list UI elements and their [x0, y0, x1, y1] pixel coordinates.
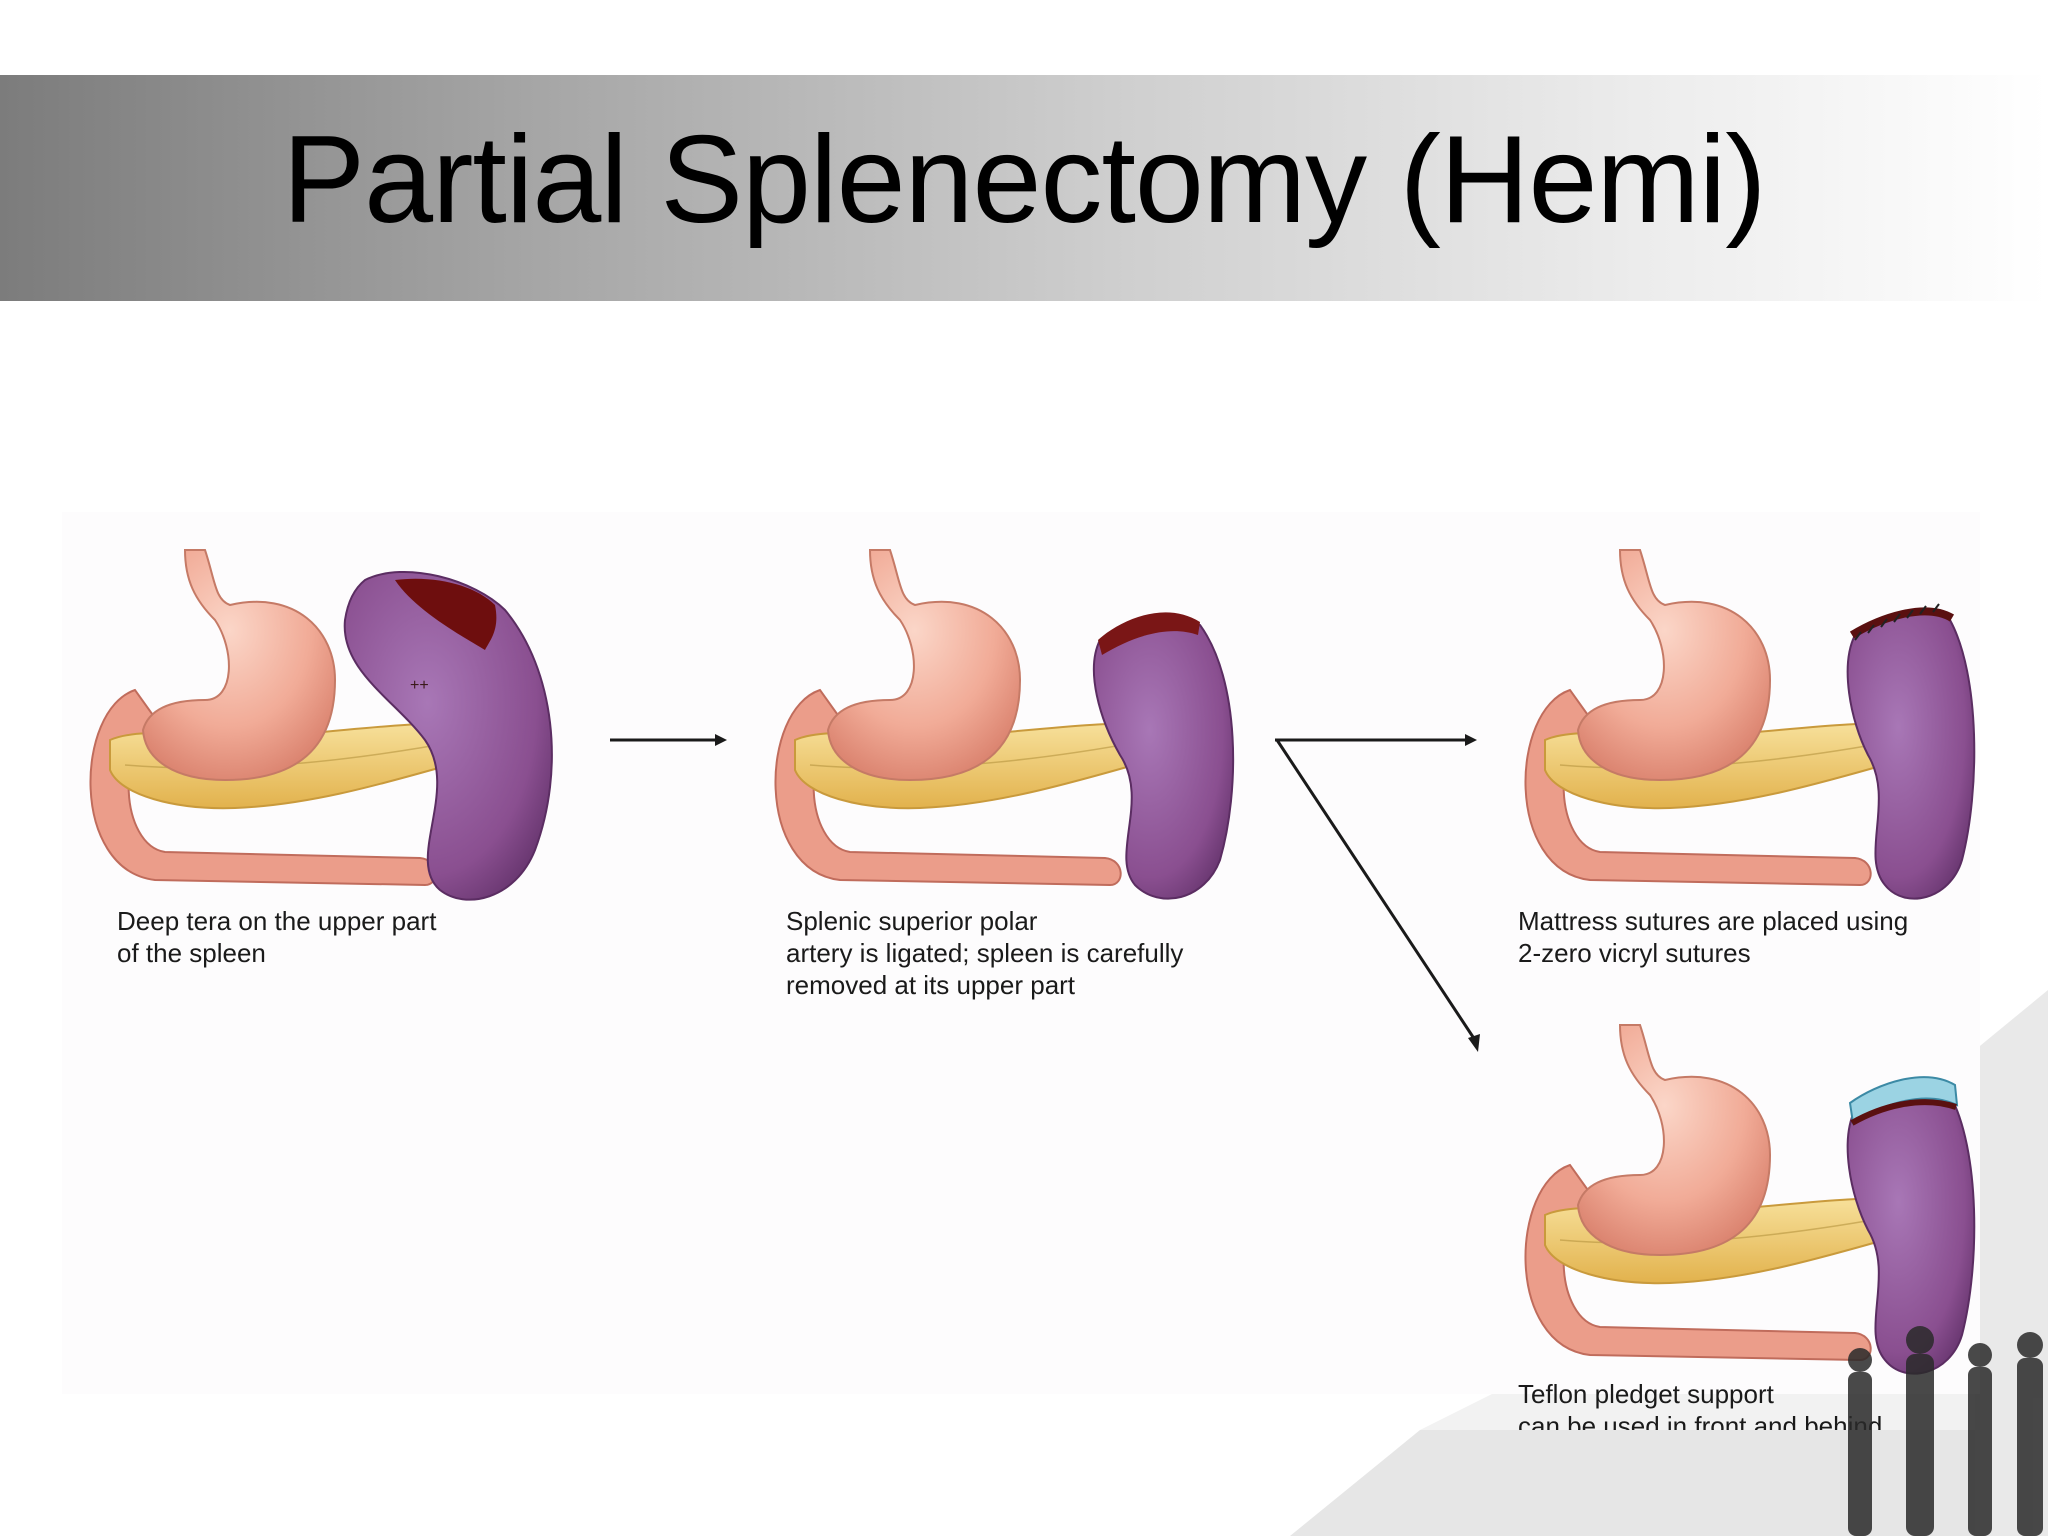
decorative-people-silhouettes	[1848, 1326, 2043, 1536]
caption-step3b: Teflon pledget support can be used in fr…	[1518, 1379, 1883, 1430]
slide-title: Partial Splenectomy (Hemi)	[282, 111, 1766, 249]
spleen-shape	[343, 571, 553, 901]
anatomy-illustration-step1: ++	[89, 549, 553, 901]
anatomy-illustration-step3a	[1524, 549, 1976, 900]
anatomy-illustration-step3b	[1524, 1024, 1976, 1375]
spleen-remnant-shape	[1092, 616, 1235, 900]
caption-step3a: Mattress sutures are placed using 2-zero…	[1518, 906, 1909, 968]
svg-text:++: ++	[410, 677, 429, 694]
arrow-step2-branch	[1275, 734, 1480, 1052]
anatomy-illustration-step2	[774, 549, 1235, 900]
caption-step1: Deep tera on the upper part of the splee…	[117, 906, 437, 968]
arrow-step1-to-step2	[610, 734, 727, 746]
tear-shape	[395, 578, 497, 650]
title-band	[0, 75, 2048, 301]
cut-surface-shape	[1098, 612, 1200, 655]
caption-step2: Splenic superior polar artery is ligated…	[786, 906, 1184, 1000]
